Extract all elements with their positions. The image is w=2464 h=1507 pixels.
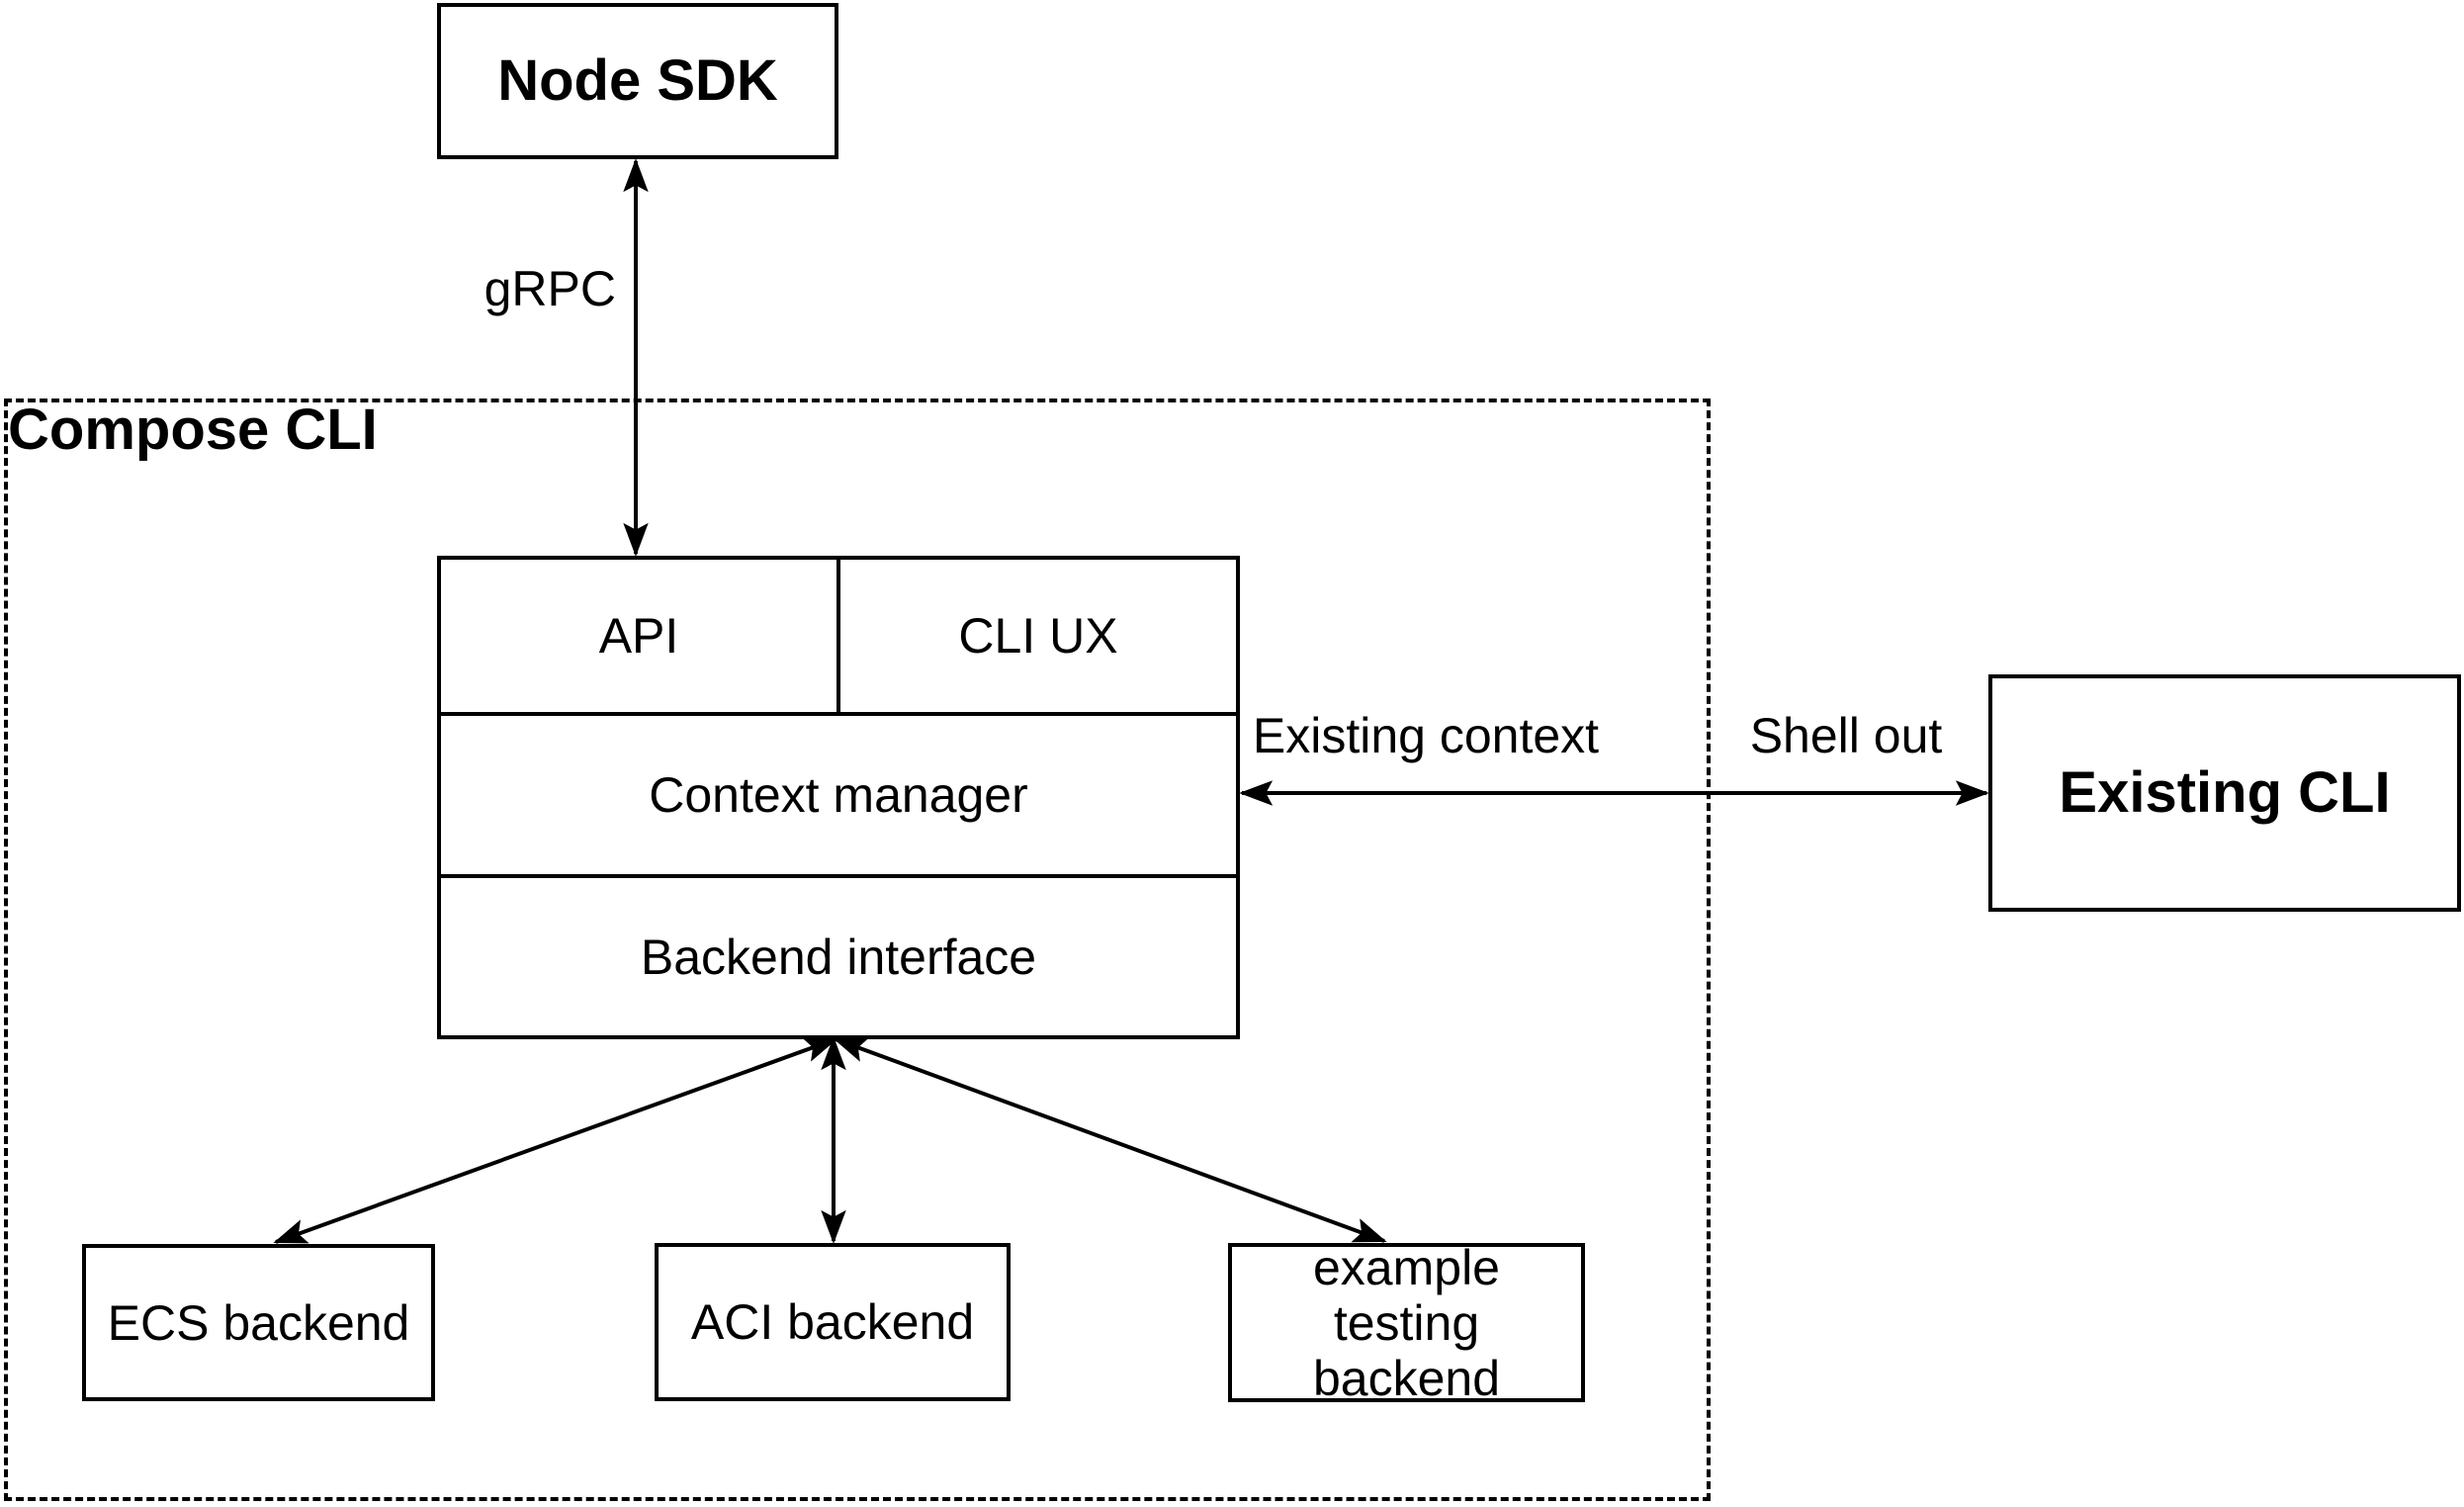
ecs-backend-label: ECS backend	[107, 1294, 410, 1351]
cli-ux-label: CLI UX	[958, 608, 1118, 664]
context-manager-cell: Context manager	[441, 712, 1236, 874]
aci-backend-label: ACI backend	[690, 1294, 975, 1350]
api-cell: API	[441, 560, 840, 712]
grpc-edge-label: gRPC	[484, 261, 616, 316]
stack-top-row: API CLI UX	[441, 560, 1236, 712]
backend-interface-label: Backend interface	[640, 929, 1037, 985]
compose-cli-container-label: Compose CLI	[8, 398, 378, 462]
existing-context-edge-label: Existing context	[1252, 708, 1600, 763]
existing-cli-label: Existing CLI	[2059, 759, 2391, 825]
cli-ux-cell: CLI UX	[840, 560, 1236, 712]
compose-cli-stack-box: API CLI UX Context manager Backend inter…	[437, 556, 1240, 1039]
shell-out-edge-label: Shell out	[1749, 708, 1943, 763]
aci-backend-box: ACI backend	[655, 1243, 1011, 1401]
compose-cli-container	[4, 399, 1711, 1501]
backend-interface-cell: Backend interface	[441, 874, 1236, 1035]
api-label: API	[598, 608, 679, 664]
example-testing-backend-label: example testing backend	[1312, 1239, 1501, 1406]
example-testing-backend-box: example testing backend	[1228, 1240, 1585, 1406]
existing-cli-box: Existing CLI	[1988, 674, 2461, 912]
ecs-backend-box: ECS backend	[82, 1244, 435, 1401]
node-sdk-box: Node SDK	[437, 3, 838, 159]
context-manager-label: Context manager	[649, 767, 1028, 823]
node-sdk-label: Node SDK	[497, 47, 778, 113]
